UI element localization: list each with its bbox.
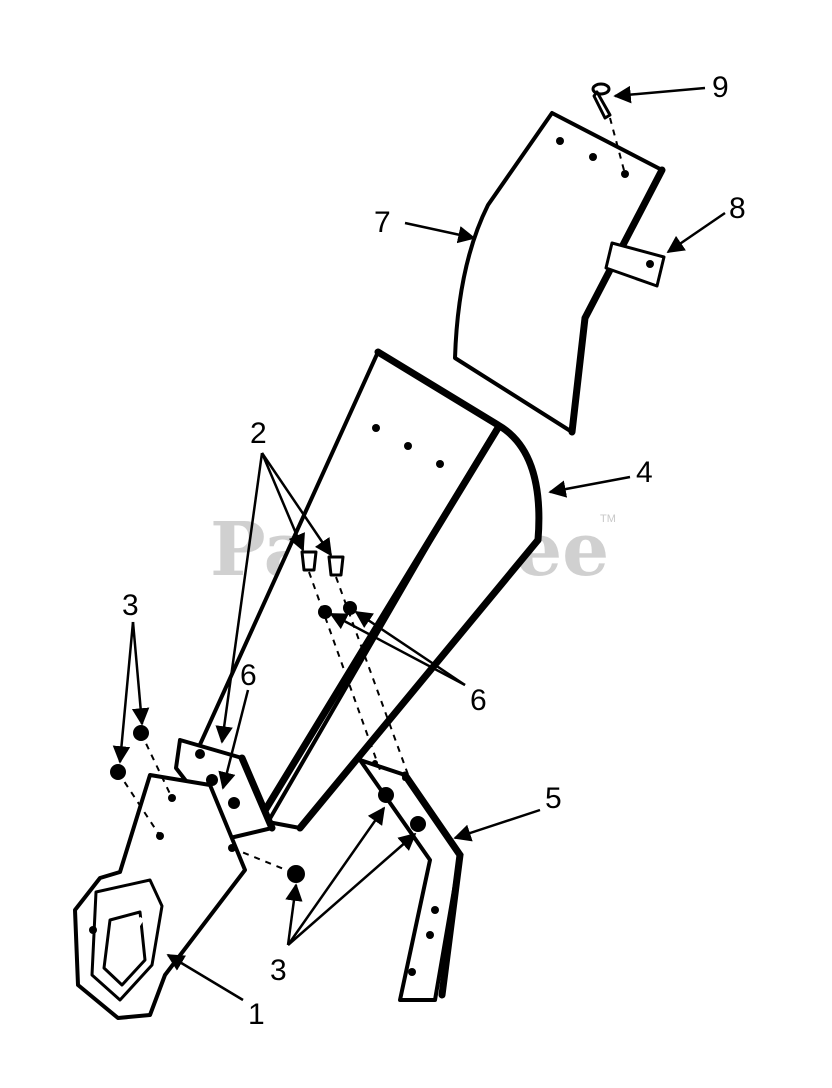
callout-9: 9	[712, 71, 729, 104]
callout-6-right: 6	[470, 684, 487, 717]
callout-7: 7	[374, 206, 391, 239]
deflector-plate-part-7	[453, 111, 666, 436]
discharge-base-part-1	[73, 773, 247, 1020]
bracket-part-5	[358, 758, 464, 1002]
callout-1: 1	[248, 998, 265, 1031]
nuts-part-3	[110, 725, 426, 883]
callout-6-left: 6	[240, 659, 257, 692]
bolt-part-9	[591, 82, 626, 175]
washers-part-6	[318, 601, 357, 619]
rod-part-8	[604, 241, 666, 288]
callout-3-left: 3	[122, 589, 139, 622]
watermark-trademark: TM	[600, 513, 616, 525]
callout-8: 8	[729, 192, 746, 225]
callout-2: 2	[250, 417, 267, 450]
callout-5: 5	[545, 782, 562, 815]
leader-lines	[112, 85, 726, 1002]
callout-3-bottom: 3	[270, 954, 287, 987]
callout-4: 4	[636, 456, 653, 489]
